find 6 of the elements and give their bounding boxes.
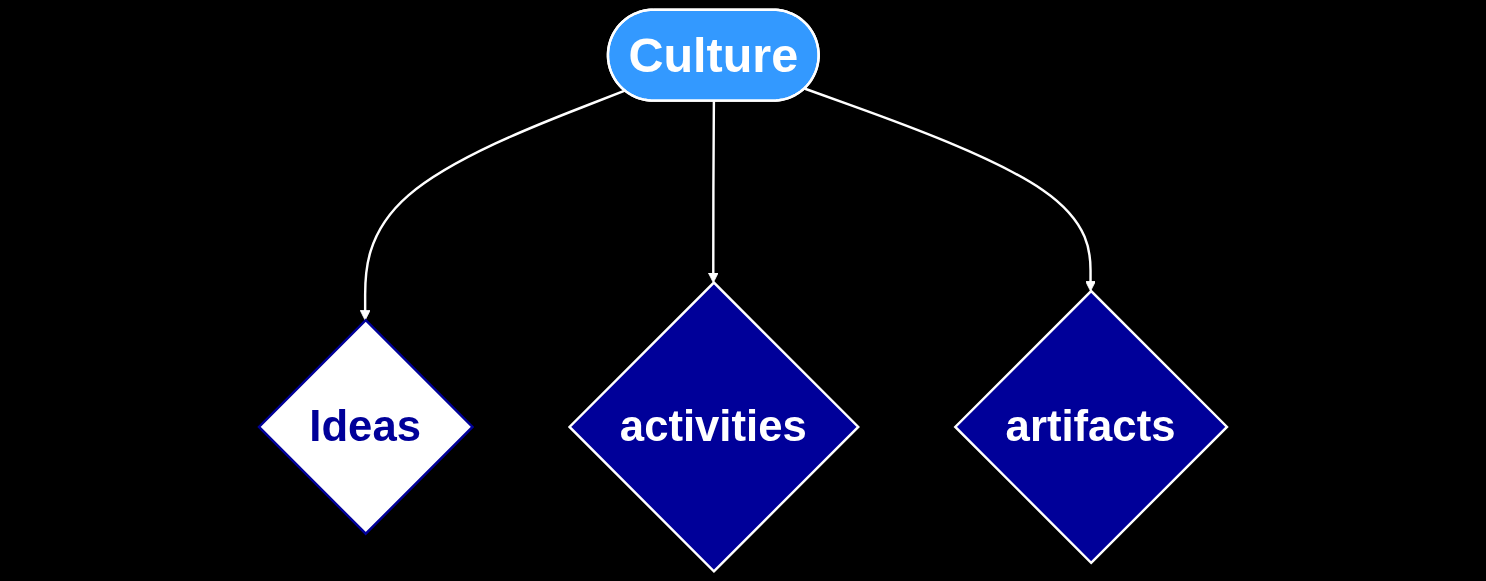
arrow [804, 87, 1096, 292]
node-diamond: activities [567, 280, 860, 573]
node-diamond: artifacts [953, 289, 1229, 565]
arrow [359, 89, 626, 321]
arrow [707, 101, 719, 284]
node-diamond: Ideas [257, 318, 475, 536]
